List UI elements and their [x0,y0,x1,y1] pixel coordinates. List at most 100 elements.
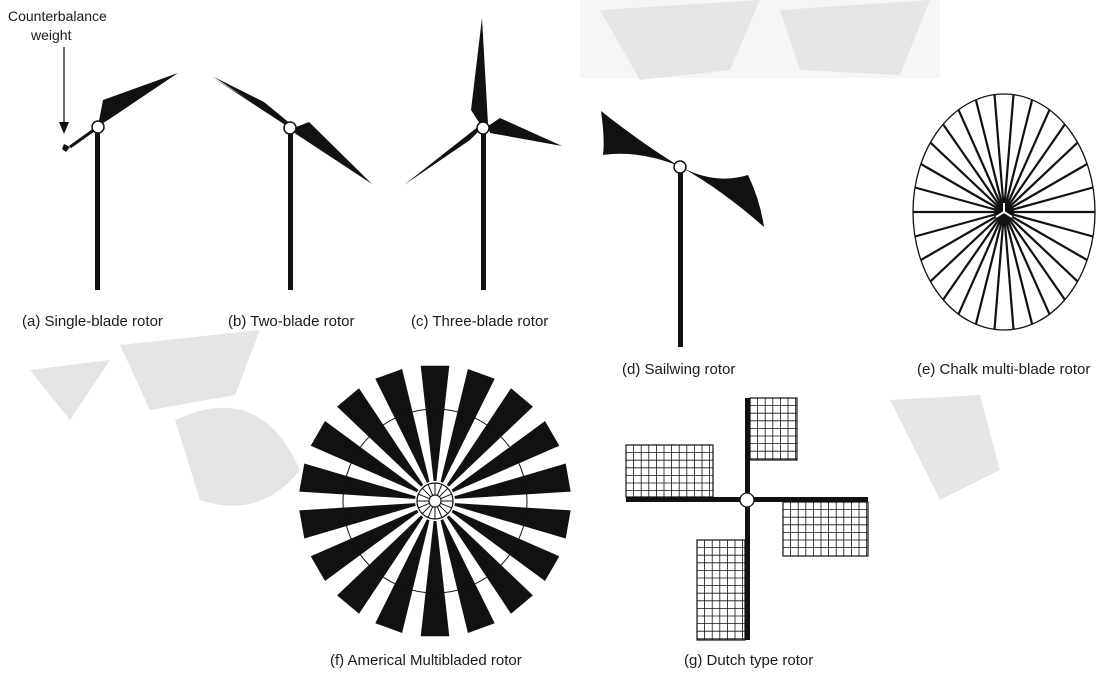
tower [95,133,100,290]
caption-single-blade: (a) Single-blade rotor [22,313,163,330]
hub-segment [438,487,449,498]
caption-chalk: (e) Chalk multi-blade rotor [917,361,1090,378]
spoke [1003,211,1066,301]
spoke [1002,211,1034,325]
blade [337,388,424,487]
hub-mark [995,203,1013,218]
spoke [929,211,1005,283]
sail-right [782,501,869,557]
spoke [914,186,1005,214]
hub-segments [417,483,453,519]
caption-dutch: (g) Dutch type rotor [684,652,813,669]
counterbalance-weight-icon [62,144,70,152]
spoke [993,94,1006,213]
two-blade-rotor [212,77,372,290]
chalk-multi-blade-rotor [912,93,1096,331]
hub-icon [673,160,687,174]
spoke [920,163,1005,213]
blade-right [488,118,562,146]
sailwing-rotor [601,111,764,347]
blade [310,509,419,581]
blade-up [471,18,488,124]
blade [375,519,430,633]
dutch-type-rotor [625,397,869,641]
spoke [1003,210,1094,238]
spoke [1003,186,1094,214]
sail-grids [625,397,869,641]
spoke [1003,141,1079,213]
blade [454,463,571,499]
tower [288,134,293,290]
hub-segment [436,506,443,518]
blade [375,369,430,483]
blade [440,519,495,633]
three-blade-rotor [404,18,562,290]
hub-segment [427,484,434,496]
spoke [1003,163,1088,213]
tower [481,134,486,290]
watermark [30,0,1000,506]
blade [451,421,560,493]
blade-left [404,126,479,185]
sail-bottom [696,539,746,641]
sail-left [625,444,714,498]
spoke [1002,109,1051,213]
single-blade-rotor [62,73,178,290]
sail-right [681,167,764,227]
spoke [1003,123,1066,213]
blade [446,515,533,614]
hub-segment [418,493,430,500]
caption-two-blade: (b) Two-blade rotor [228,313,354,330]
sail-top [749,397,798,461]
blade [440,369,495,483]
blade-left-body [214,77,292,126]
blade [299,503,416,539]
spokes [913,94,1095,330]
blade-left [212,77,290,128]
blade [454,503,571,539]
hub-segment [421,487,432,498]
spoke [957,211,1006,315]
hub-icon [91,120,105,134]
watermark-band [580,0,940,78]
blade [420,365,450,481]
blade [310,421,419,493]
spoke [1002,99,1034,213]
spoke [974,99,1006,213]
spoke [920,211,1005,261]
spoke [942,211,1005,301]
spoke [1003,211,1079,283]
spoke [974,211,1006,325]
spoke [1002,211,1015,330]
blade [446,388,533,487]
caption-american: (f) Americal Multibladed rotor [330,652,522,669]
spoke [1002,94,1015,213]
hub-icon [739,492,755,508]
blades [299,365,571,637]
hub-icon [476,121,490,135]
hub-segment [436,484,443,496]
blade [420,521,450,637]
annotation-line-2: weight [30,27,72,43]
spoke [914,210,1005,238]
hub-segment [440,502,452,509]
hub-icon [283,121,297,135]
hub-segment [418,502,430,509]
spoke [993,211,1006,330]
sail-left [601,111,679,166]
hub-segment [421,504,432,515]
blade [451,509,560,581]
hub-icon [428,494,442,508]
hub-segment [438,504,449,515]
tower [678,172,683,347]
hub-segment [440,493,452,500]
blade [337,515,424,614]
blade [299,463,416,499]
annotation-arrow [59,47,69,134]
spoke [957,109,1006,213]
spoke [1002,211,1051,315]
vertical-arm [745,398,750,640]
caption-three-blade: (c) Three-blade rotor [411,313,548,330]
caption-sailwing: (d) Sailwing rotor [622,361,735,378]
